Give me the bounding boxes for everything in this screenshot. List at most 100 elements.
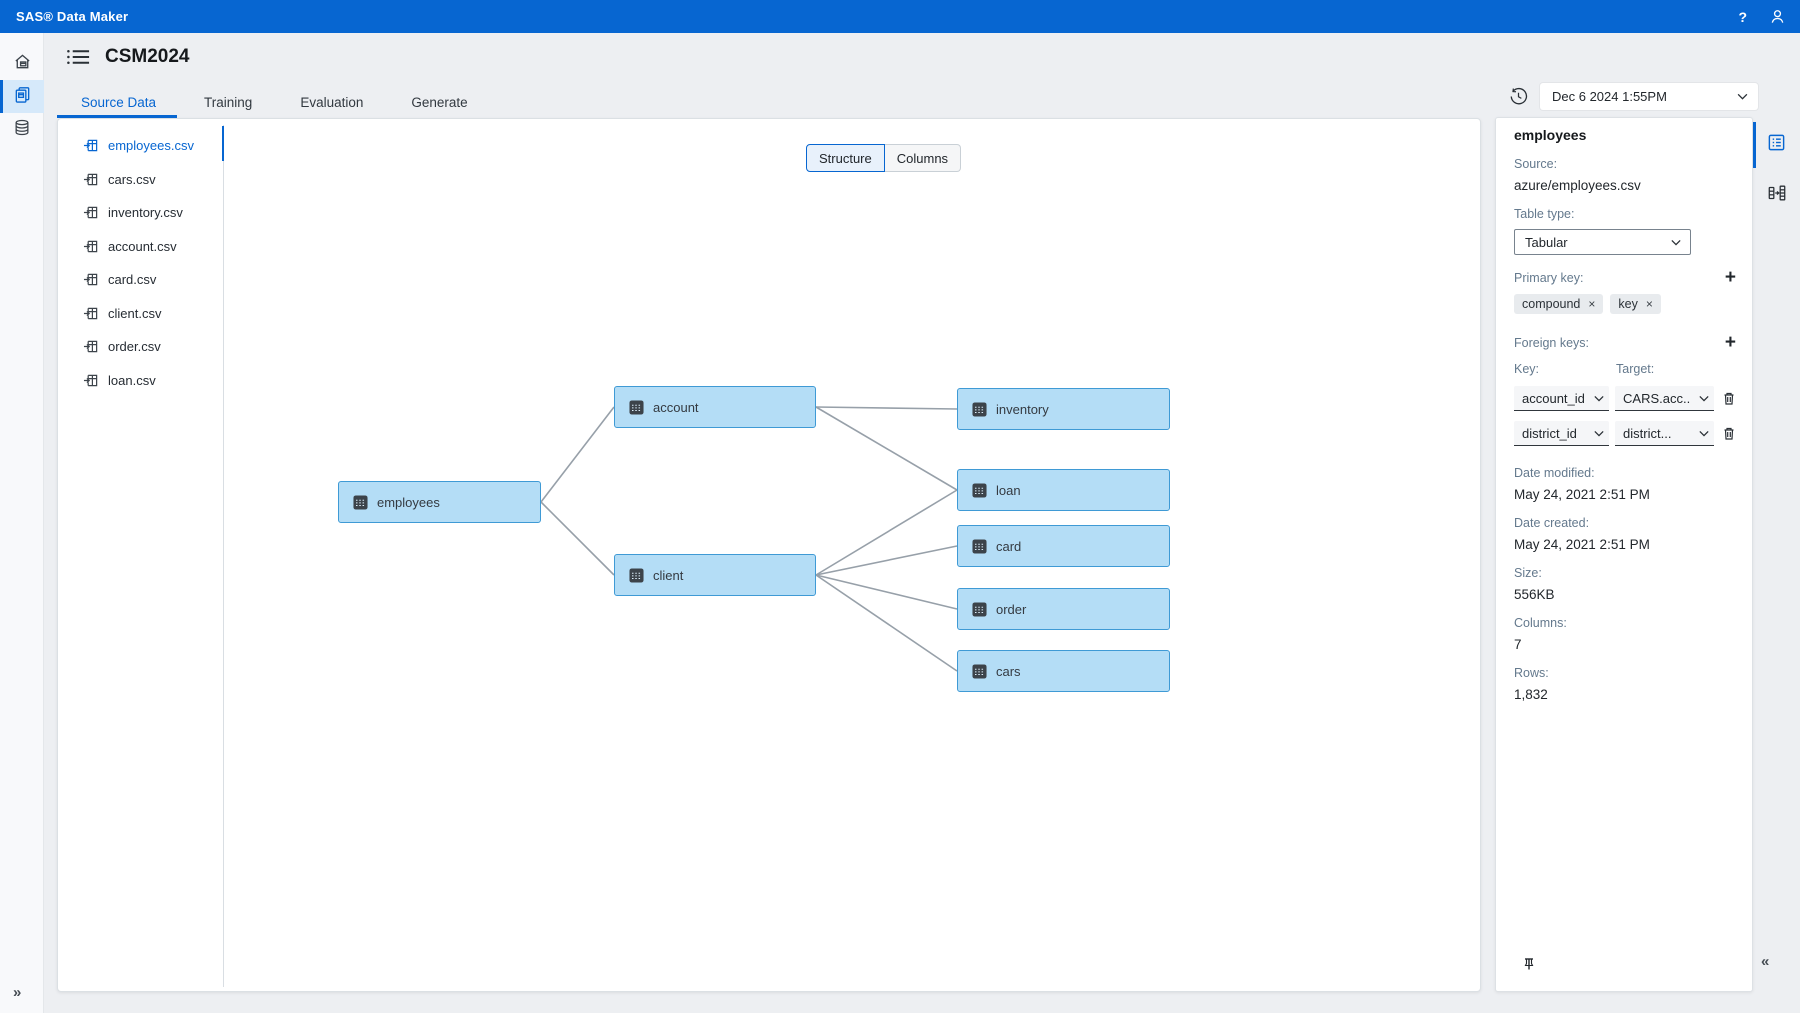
source-file-list: employees.csv cars.csv inventory.csv acc… (58, 129, 223, 397)
primary-key-chip-key: key × (1610, 294, 1661, 314)
tab-source-data[interactable]: Source Data (81, 95, 157, 110)
diagram-edge-employees-client (540, 501, 615, 576)
table-icon (972, 601, 987, 617)
diagram-edge-account-loan (815, 406, 958, 491)
source-data-panel: employees.csv cars.csv inventory.csv acc… (57, 118, 1481, 992)
file-item-account[interactable]: account.csv (58, 230, 223, 264)
left-nav-rail: » (0, 33, 44, 1013)
add-primary-key-button[interactable]: + (1724, 267, 1736, 288)
table-icon (972, 401, 987, 417)
sidebar-item-projects[interactable] (0, 80, 44, 113)
tool-join-mapping[interactable] (1753, 170, 1800, 220)
date-created-value: May 24, 2021 2:51 PM (1514, 537, 1650, 552)
table-type-value: Tabular (1525, 234, 1568, 250)
chip-label: key (1618, 297, 1638, 311)
diagram-node-loan[interactable]: loan (957, 469, 1170, 511)
list-icon[interactable] (66, 47, 91, 67)
fk-target-select-1[interactable]: district... (1615, 421, 1714, 446)
columns-value: 7 (1514, 637, 1522, 652)
table-type-label: Table type: (1514, 207, 1575, 221)
table-icon (972, 538, 987, 554)
foreign-key-row: account_id CARS.acc.. (1514, 386, 1736, 411)
table-import-icon (83, 373, 99, 388)
pin-icon[interactable] (1523, 957, 1535, 976)
fk-key-select-1[interactable]: district_id (1514, 421, 1610, 446)
diagram-edge-client-order (815, 574, 958, 610)
history-icon[interactable] (1509, 87, 1528, 106)
snapshot-select[interactable]: Dec 6 2024 1:55PM (1540, 83, 1758, 110)
foreign-keys-label: Foreign keys: (1514, 336, 1590, 350)
diagram-node-label: inventory (996, 401, 1049, 417)
list-divider (223, 125, 224, 987)
chip-remove-icon[interactable]: × (1588, 297, 1596, 311)
source-label: Source: (1514, 157, 1558, 171)
table-import-icon (83, 138, 99, 153)
table-icon (353, 494, 368, 510)
file-item-card[interactable]: card.csv (58, 263, 223, 297)
fk-target-select-0[interactable]: CARS.acc.. (1615, 386, 1714, 411)
expand-rail-button[interactable]: » (13, 984, 22, 1001)
chip-label: compound (1522, 297, 1581, 311)
table-type-select[interactable]: Tabular (1514, 229, 1691, 255)
fk-key-select-0[interactable]: account_id (1514, 386, 1610, 411)
right-tool-strip: « (1753, 117, 1800, 992)
file-name: order.csv (108, 339, 161, 355)
trash-icon[interactable] (1722, 391, 1736, 406)
diagram-node-employees[interactable]: employees (338, 481, 541, 523)
help-icon[interactable]: ? (1738, 8, 1747, 25)
trash-icon[interactable] (1722, 426, 1736, 441)
chevron-down-icon (1699, 395, 1709, 402)
chip-remove-icon[interactable]: × (1645, 297, 1653, 311)
diagram-node-label: account (653, 399, 699, 415)
file-item-client[interactable]: client.csv (58, 297, 223, 331)
diagram-node-inventory[interactable]: inventory (957, 388, 1170, 430)
sidebar-item-data[interactable] (0, 113, 44, 146)
join-icon (1767, 183, 1787, 208)
add-foreign-key-button[interactable]: + (1724, 332, 1736, 353)
diagram-node-card[interactable]: card (957, 525, 1170, 567)
rows-value: 1,832 (1514, 687, 1548, 702)
file-name: loan.csv (108, 372, 156, 388)
diagram-edge-client-loan (815, 489, 958, 576)
toggle-columns[interactable]: Columns (884, 144, 962, 172)
tab-training[interactable]: Training (204, 95, 253, 110)
date-modified-value: May 24, 2021 2:51 PM (1514, 487, 1650, 502)
fk-target-value: district... (1623, 425, 1672, 441)
file-item-loan[interactable]: loan.csv (58, 364, 223, 398)
user-icon[interactable] (1769, 8, 1786, 25)
diagram-node-cars[interactable]: cars (957, 650, 1170, 692)
diagram-node-label: client (653, 567, 684, 583)
file-name: account.csv (108, 238, 177, 254)
diagram-node-client[interactable]: client (614, 554, 816, 596)
projects-icon (13, 85, 32, 109)
file-item-order[interactable]: order.csv (58, 330, 223, 364)
home-icon (13, 52, 32, 76)
collapse-panel-button[interactable]: « (1761, 953, 1770, 970)
details-icon (1767, 133, 1786, 157)
diagram-node-order[interactable]: order (957, 588, 1170, 630)
table-icon (629, 567, 644, 583)
fk-key-value: account_id (1522, 390, 1585, 406)
fk-key-value: district_id (1522, 425, 1577, 441)
diagram-edge-client-card (815, 545, 958, 576)
app-title: SAS® Data Maker (16, 9, 129, 24)
table-import-icon (83, 339, 99, 354)
diagram-edge-account-inventory (815, 406, 958, 410)
file-item-inventory[interactable]: inventory.csv (58, 196, 223, 230)
selected-file-indicator (222, 126, 224, 161)
tab-evaluation[interactable]: Evaluation (300, 95, 364, 110)
fk-target-value: CARS.acc.. (1623, 390, 1691, 406)
rows-label: Rows: (1514, 666, 1549, 680)
file-item-employees[interactable]: employees.csv (58, 129, 223, 163)
snapshot-value: Dec 6 2024 1:55PM (1552, 89, 1667, 104)
tool-table-details[interactable] (1753, 120, 1800, 170)
chevron-down-icon (1699, 430, 1709, 437)
tab-generate[interactable]: Generate (411, 95, 468, 110)
sidebar-item-home[interactable] (0, 47, 44, 80)
diagram-node-account[interactable]: account (614, 386, 816, 428)
file-item-cars[interactable]: cars.csv (58, 163, 223, 197)
toggle-structure[interactable]: Structure (806, 144, 885, 172)
diagram-edge-client-cars (815, 574, 958, 672)
table-import-icon (83, 272, 99, 287)
